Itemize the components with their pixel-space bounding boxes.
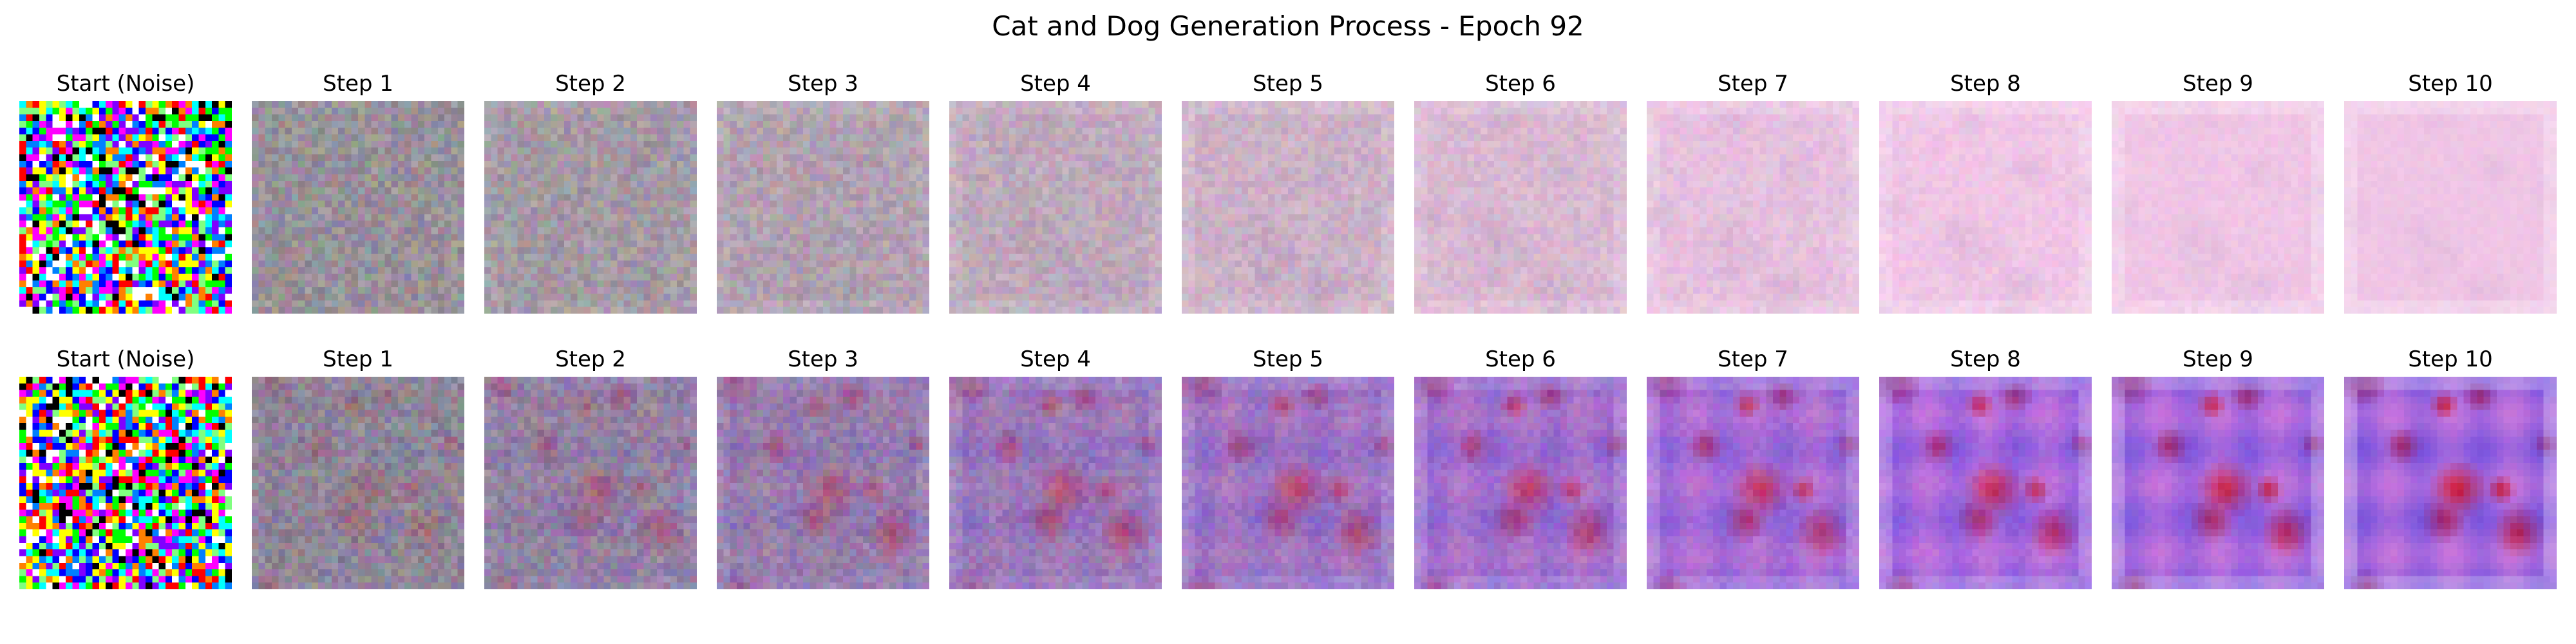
generated-image (484, 101, 697, 314)
generated-image (1182, 377, 1394, 589)
panel-title: Step 4 (1020, 71, 1091, 97)
figure-title: Cat and Dog Generation Process - Epoch 9… (992, 10, 1584, 42)
panel-title: Start (Noise) (56, 71, 195, 97)
generated-image (1879, 101, 2092, 314)
generated-image (2344, 377, 2557, 589)
panel-title: Step 6 (1485, 71, 1556, 97)
panel-title: Step 5 (1253, 71, 1323, 97)
panel-title: Step 9 (2183, 346, 2253, 372)
panel-title: Step 9 (2183, 71, 2253, 97)
generated-image (252, 101, 464, 314)
panel-title: Step 3 (788, 346, 858, 372)
panel-title: Step 2 (555, 346, 626, 372)
generated-image (2112, 101, 2324, 314)
panel-title: Step 7 (1718, 71, 1788, 97)
generated-image (252, 377, 464, 589)
panel-title: Step 3 (788, 71, 858, 97)
generated-image (717, 377, 929, 589)
generated-image (1182, 101, 1394, 314)
panel-title: Start (Noise) (56, 346, 195, 372)
generated-image (1647, 101, 1859, 314)
panel-title: Step 10 (2408, 71, 2493, 97)
panel-title: Step 7 (1718, 346, 1788, 372)
noise-image (19, 377, 232, 589)
generated-image (484, 377, 697, 589)
generated-image (1879, 377, 2092, 589)
generated-image (2112, 377, 2324, 589)
generated-image (949, 101, 1162, 314)
generated-image (1414, 101, 1627, 314)
noise-image (19, 101, 232, 314)
panel-title: Step 8 (1950, 346, 2021, 372)
panel-title: Step 8 (1950, 71, 2021, 97)
generated-image (717, 101, 929, 314)
panel-title: Step 10 (2408, 346, 2493, 372)
panel-title: Step 5 (1253, 346, 1323, 372)
generated-image (1647, 377, 1859, 589)
generated-image (2344, 101, 2557, 314)
generated-image (949, 377, 1162, 589)
panel-title: Step 1 (323, 71, 393, 97)
panel-title: Step 6 (1485, 346, 1556, 372)
panel-title: Step 2 (555, 71, 626, 97)
panel-title: Step 4 (1020, 346, 1091, 372)
generated-image (1414, 377, 1627, 589)
panel-title: Step 1 (323, 346, 393, 372)
